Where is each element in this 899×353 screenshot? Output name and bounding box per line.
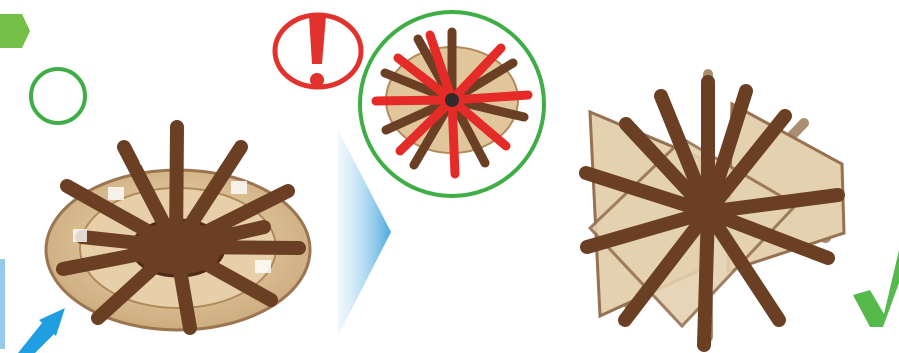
left-assembly [46,127,310,330]
check-icon [853,250,899,327]
right-assembly [586,74,844,345]
incorrect-detail-view [360,12,544,196]
warning-icon [275,15,361,87]
